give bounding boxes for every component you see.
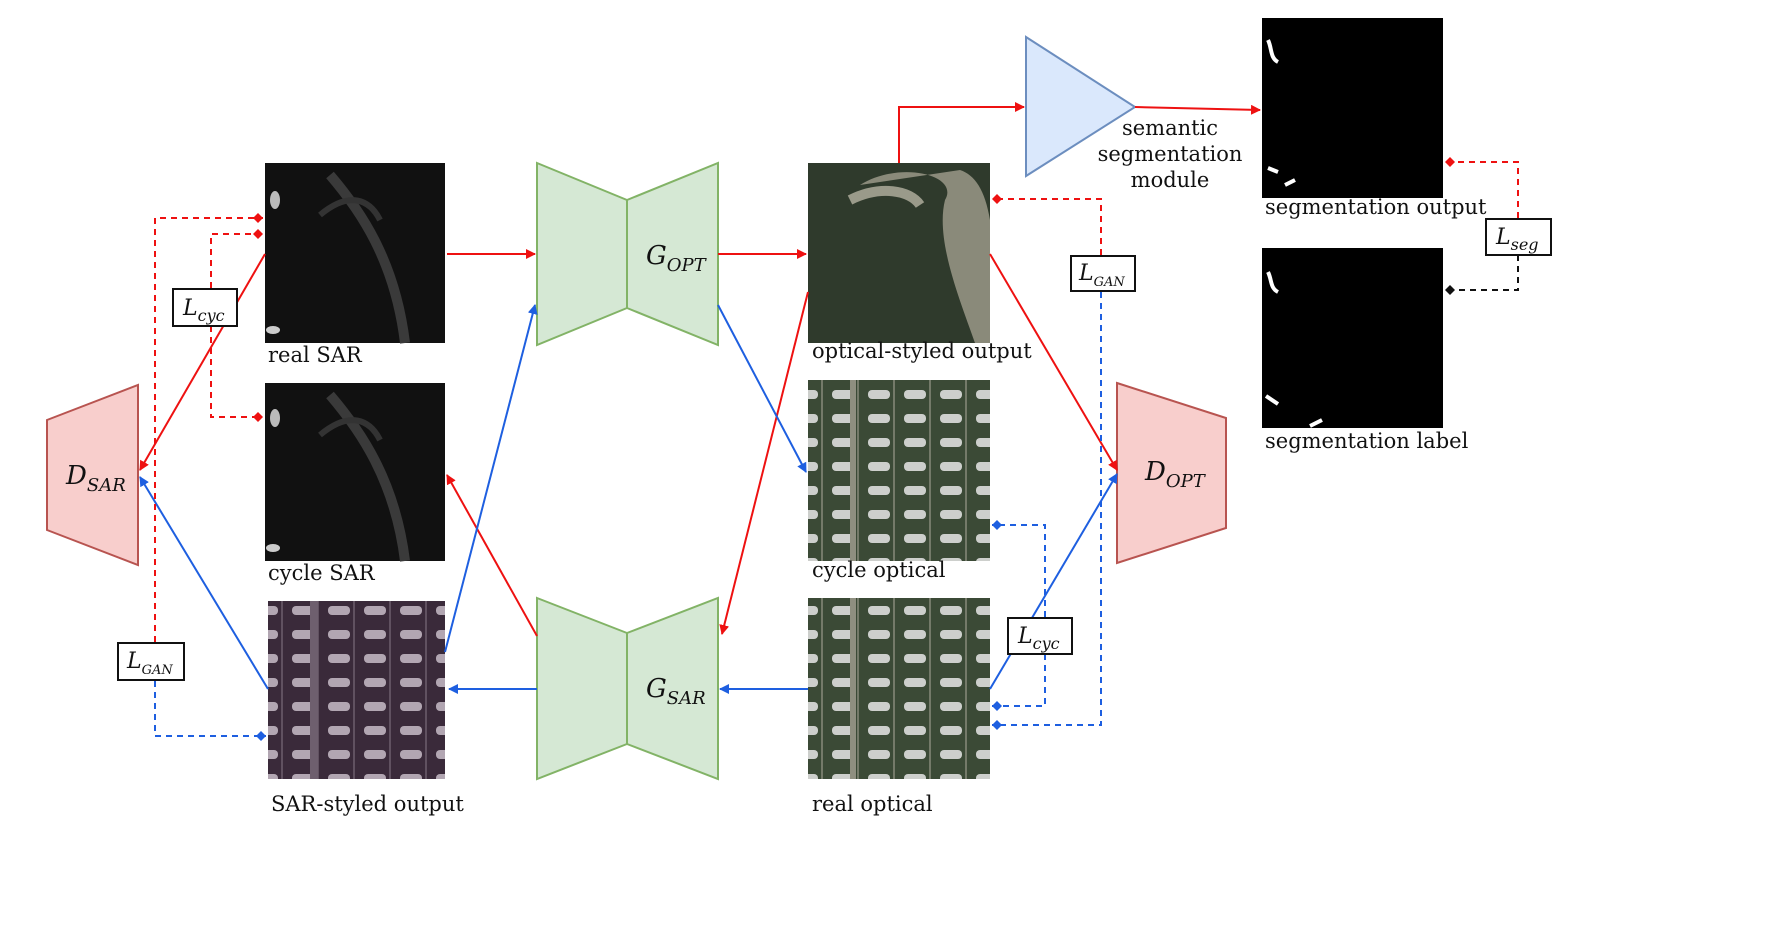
semantic-segmentation-module: semantic segmentation module — [1025, 35, 1243, 192]
discriminator-opt: DOPT — [1116, 381, 1227, 565]
link-lgan-sar-styled — [154, 681, 266, 741]
cycle-optical-caption: cycle optical — [812, 558, 946, 582]
arrow-g-opt-to-cycle-optical — [717, 304, 807, 473]
loss-links — [154, 157, 1519, 741]
arrow-segmentation-to-output — [1134, 104, 1261, 115]
link-lgan-real-optical — [992, 292, 1102, 730]
optical-styled-output-image — [808, 163, 990, 343]
segmentation-module-label-line1: semantic — [1122, 116, 1218, 140]
arrow-optical-styled-to-d-opt — [989, 253, 1118, 471]
arrow-real-optical-to-d-opt — [989, 473, 1118, 690]
generator-sar-label: GSAR — [646, 674, 706, 709]
link-lgan-optical-styled — [992, 194, 1102, 255]
svg-text:Lcyc: Lcyc — [182, 296, 225, 325]
real-sar-image — [265, 163, 445, 344]
link-lseg-output — [1445, 157, 1519, 218]
svg-text:Lseg: Lseg — [1495, 225, 1539, 254]
arrow-sar-styled-to-d-sar — [139, 476, 269, 690]
generator-opt-label: GOPT — [646, 241, 708, 276]
arrow-optical-styled-to-segmentation — [898, 102, 1025, 163]
loss-seg-box: Lseg — [1485, 218, 1552, 256]
svg-text:LGAN: LGAN — [126, 649, 173, 678]
link-lcyc-cycle-sar — [210, 326, 263, 422]
cycle-sar-image — [265, 383, 445, 562]
link-lgan-real-sar — [154, 213, 263, 642]
generator-sar: GSAR — [536, 596, 719, 781]
arrow-sar-styled-to-g-opt — [444, 304, 538, 653]
cycle-sar-caption: cycle SAR — [268, 561, 376, 585]
sar-styled-output-caption: SAR-styled output — [271, 792, 464, 816]
segmentation-label-image — [1262, 248, 1443, 428]
segmentation-module-label-line2: segmentation — [1098, 142, 1243, 166]
cycle-optical-image — [808, 380, 990, 561]
link-lseg-label — [1445, 255, 1519, 295]
optical-styled-output-caption: optical-styled output — [812, 339, 1032, 363]
forward-arrows — [139, 102, 1261, 637]
link-lcyc-real-optical — [992, 654, 1046, 711]
loss-cyc-sar-box: Lcyc — [172, 288, 238, 327]
loss-cyc-opt-box: Lcyc — [1007, 617, 1073, 655]
arrow-g-sar-to-cycle-sar — [446, 474, 538, 637]
svg-text:LGAN: LGAN — [1078, 261, 1125, 290]
link-lcyc-real-sar — [210, 229, 263, 288]
sar-styled-output-image — [268, 601, 445, 779]
discriminator-opt-label: DOPT — [1144, 457, 1207, 492]
real-sar-caption: real SAR — [268, 343, 363, 367]
loss-gan-sar-box: LGAN — [117, 642, 185, 681]
segmentation-output-image — [1262, 18, 1443, 198]
segmentation-label-caption: segmentation label — [1265, 429, 1469, 453]
arrow-optical-styled-to-g-sar — [719, 291, 809, 635]
segmentation-output-caption: segmentation output — [1265, 195, 1487, 219]
link-lcyc-cycle-optical — [992, 520, 1046, 617]
segmentation-module-label-line3: module — [1131, 168, 1210, 192]
real-optical-image — [808, 598, 990, 779]
arrow-real-sar-to-d-sar — [139, 253, 266, 471]
svg-text:Lcyc: Lcyc — [1017, 624, 1060, 653]
discriminator-sar-label: DSAR — [65, 461, 126, 496]
loss-gan-opt-box: LGAN — [1070, 255, 1136, 292]
backward-arrows — [139, 304, 1118, 694]
real-optical-caption: real optical — [812, 792, 933, 816]
generator-opt: GOPT — [536, 161, 719, 347]
discriminator-sar: DSAR — [46, 383, 139, 567]
